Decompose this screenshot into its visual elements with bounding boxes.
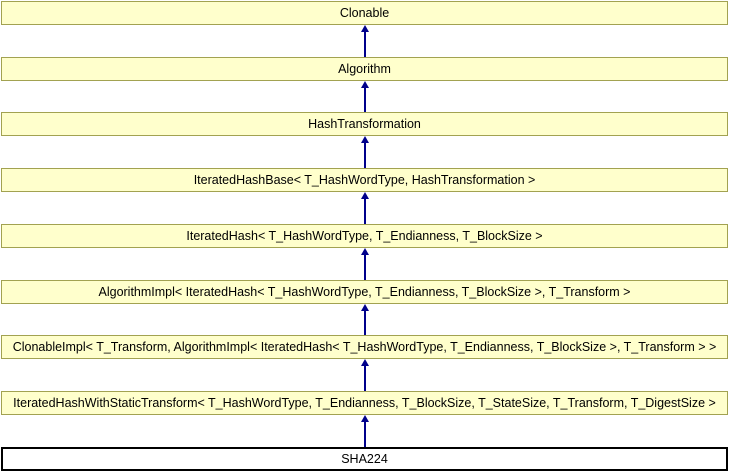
class-node-label: Clonable (339, 6, 390, 20)
inheritance-arrow-up-icon (360, 415, 370, 447)
arrow-shaft (363, 30, 366, 57)
inheritance-arrow-up-icon (360, 359, 370, 391)
class-node-label: IteratedHashBase< T_HashWordType, HashTr… (193, 173, 536, 187)
arrowhead-icon (360, 25, 369, 32)
arrow-shaft (363, 141, 366, 168)
arrowhead-icon (360, 359, 369, 366)
inheritance-arrow-up-icon (360, 192, 370, 224)
inheritance-arrow-up-icon (360, 248, 370, 280)
inheritance-arrow-up-icon (360, 81, 370, 112)
arrowhead-icon (360, 192, 369, 199)
arrowhead-icon (360, 304, 369, 311)
class-node-iteratedhashwithstatictransform[interactable]: IteratedHashWithStaticTransform< T_HashW… (1, 391, 728, 415)
arrowhead-icon (360, 136, 369, 143)
class-node-algorithmimpl[interactable]: AlgorithmImpl< IteratedHash< T_HashWordT… (1, 280, 728, 304)
arrow-shaft (363, 86, 366, 112)
class-node-label: IteratedHashWithStaticTransform< T_HashW… (13, 396, 716, 410)
class-node-clonable[interactable]: Clonable (1, 1, 728, 25)
class-node-iteratedhash[interactable]: IteratedHash< T_HashWordType, T_Endianne… (1, 224, 728, 248)
arrowhead-icon (360, 81, 369, 88)
arrow-shaft (363, 420, 366, 447)
class-node-sha224: SHA224 (1, 447, 728, 471)
class-node-iteratedhashbase[interactable]: IteratedHashBase< T_HashWordType, HashTr… (1, 168, 728, 192)
class-node-label: AlgorithmImpl< IteratedHash< T_HashWordT… (98, 285, 631, 299)
class-node-hashtransformation[interactable]: HashTransformation (1, 112, 728, 136)
class-node-clonableimpl[interactable]: ClonableImpl< T_Transform, AlgorithmImpl… (1, 335, 728, 359)
arrowhead-icon (360, 415, 369, 422)
class-node-label: Algorithm (338, 62, 391, 76)
arrow-shaft (363, 197, 366, 224)
arrow-shaft (363, 253, 366, 280)
inheritance-arrow-up-icon (360, 25, 370, 57)
inheritance-arrow-up-icon (360, 304, 370, 335)
class-node-label: IteratedHash< T_HashWordType, T_Endianne… (186, 229, 543, 243)
arrowhead-icon (360, 248, 369, 255)
class-node-algorithm[interactable]: Algorithm (1, 57, 728, 81)
inheritance-arrow-up-icon (360, 136, 370, 168)
class-node-label: ClonableImpl< T_Transform, AlgorithmImpl… (12, 340, 717, 354)
arrow-shaft (363, 364, 366, 391)
class-node-label: SHA224 (341, 452, 388, 466)
class-node-label: HashTransformation (308, 117, 421, 131)
arrow-shaft (363, 309, 366, 335)
